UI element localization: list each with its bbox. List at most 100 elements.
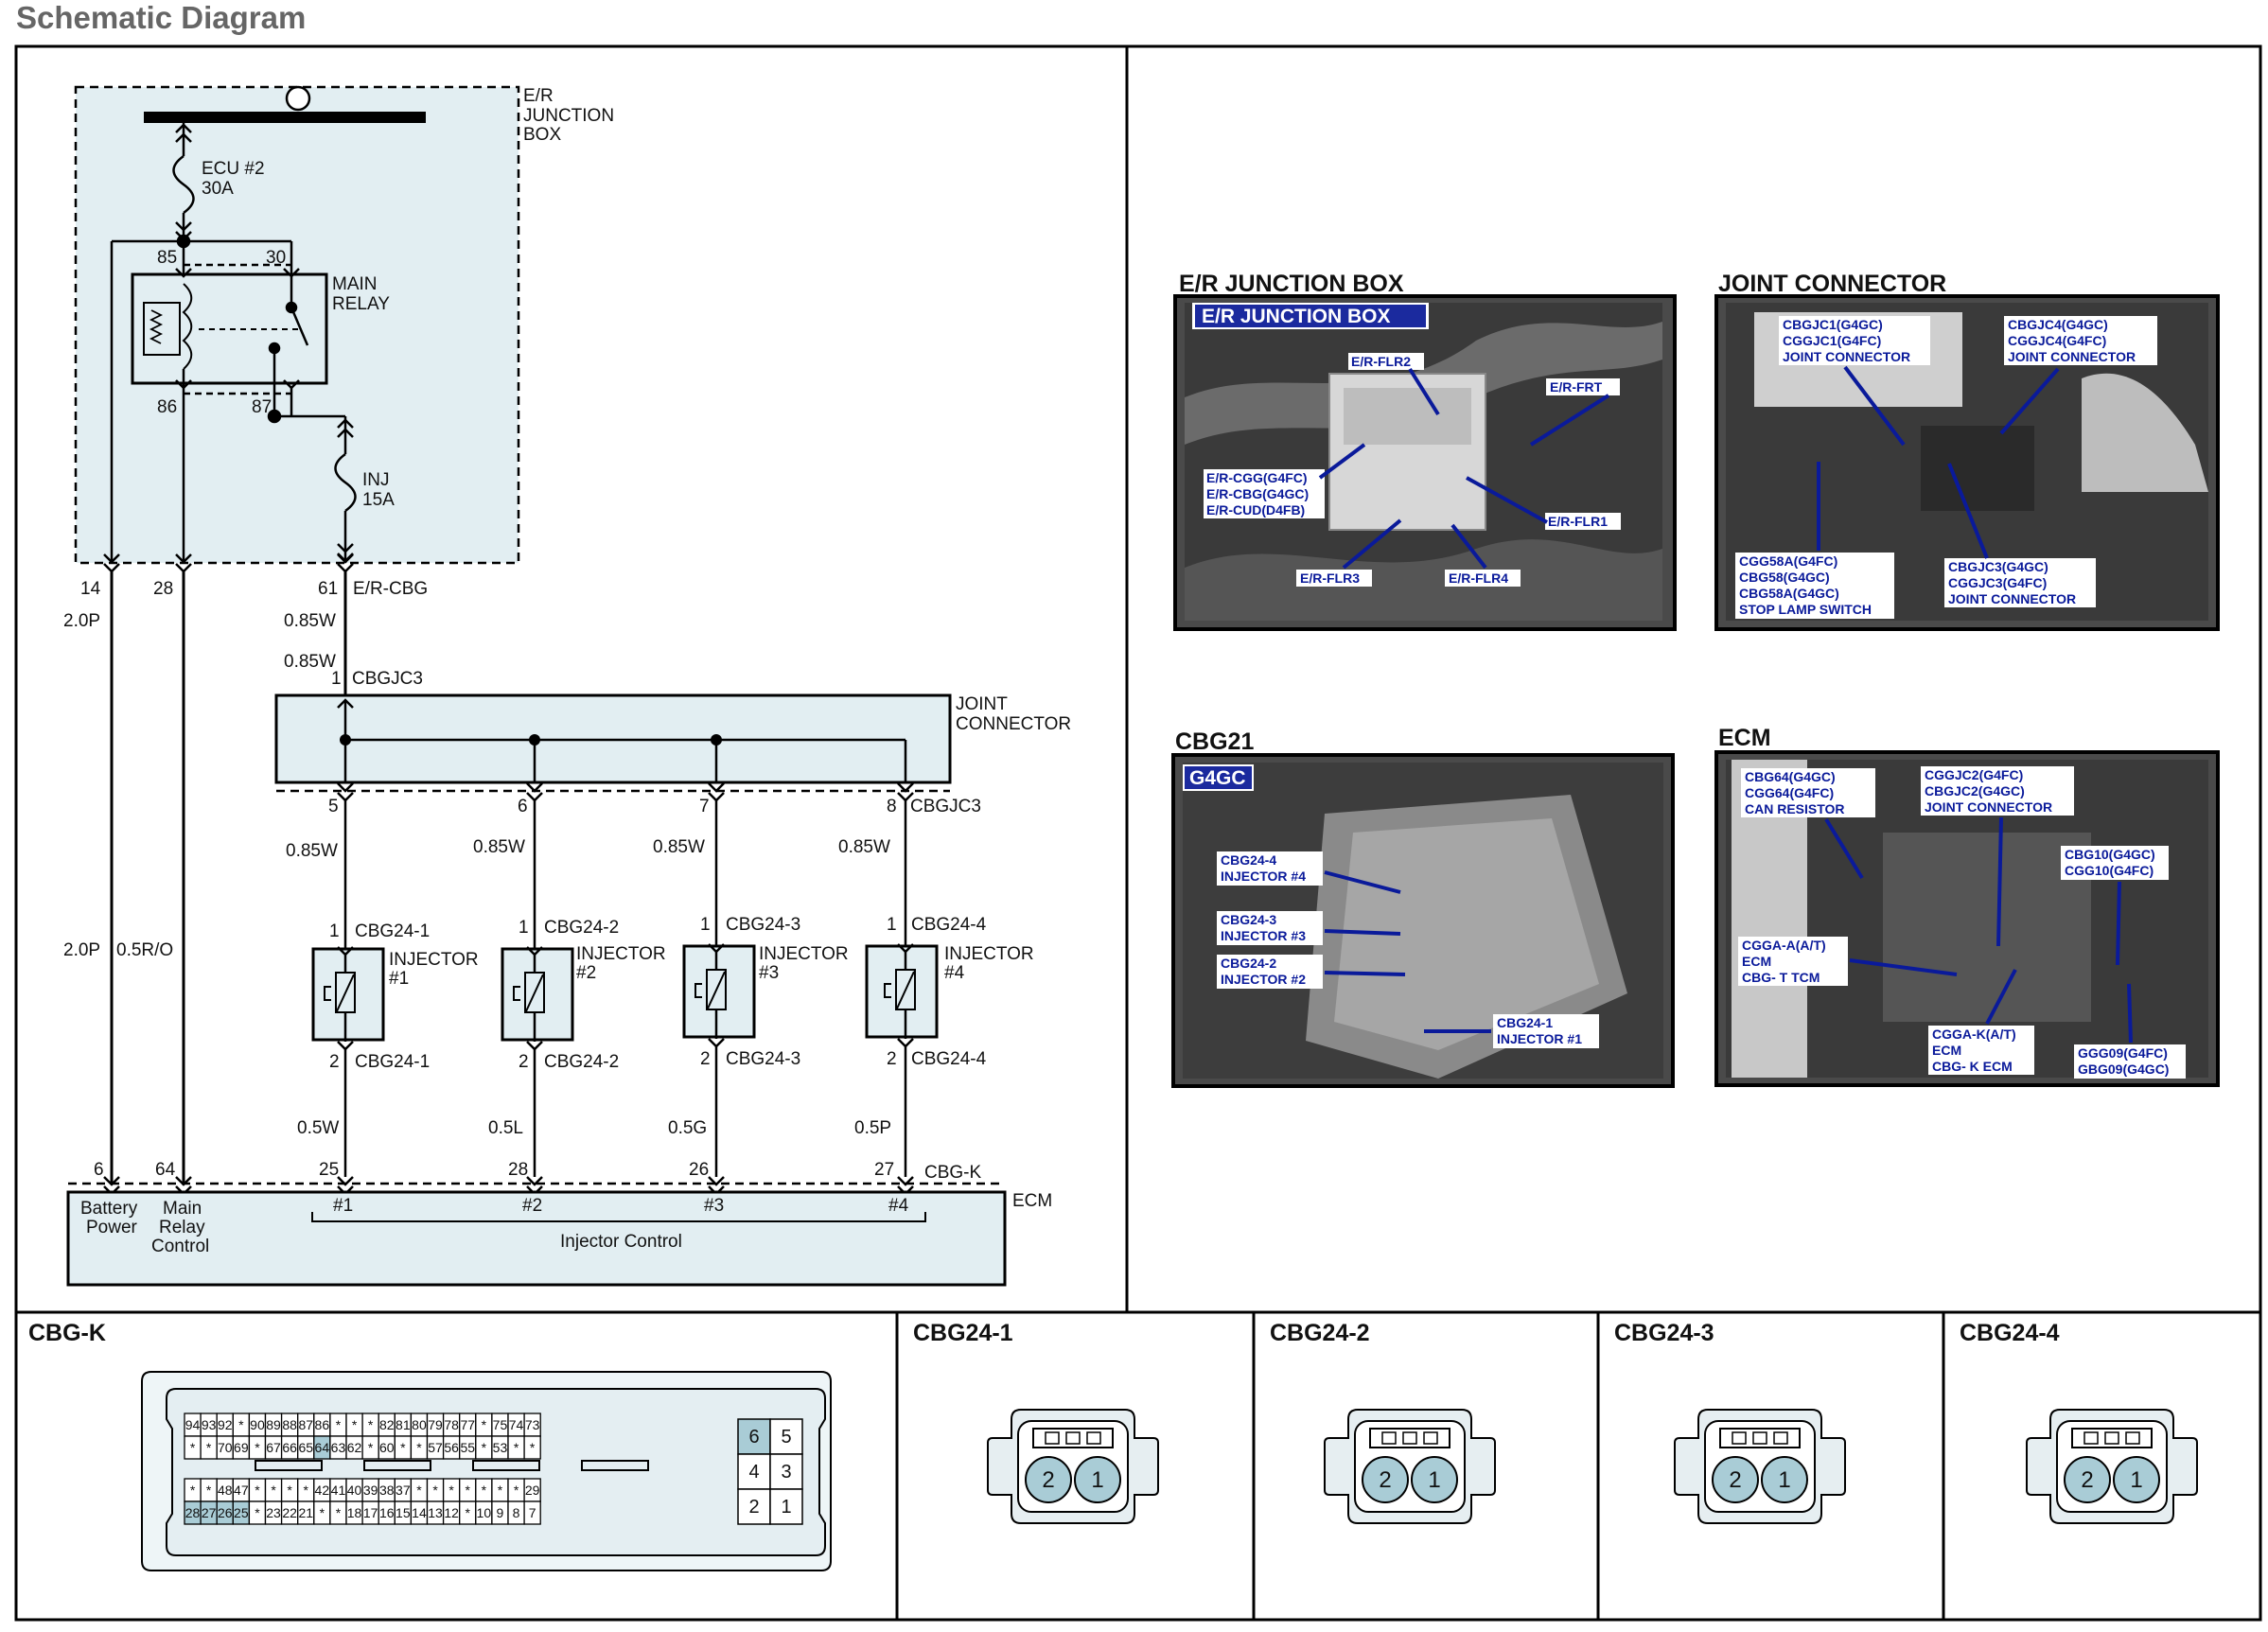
cbgk-pin: * <box>368 1417 374 1432</box>
page-title: Schematic Diagram <box>16 0 307 35</box>
cbgk-pin: 81 <box>396 1417 411 1432</box>
cbg21-lbl-3b: INJECTOR #3 <box>1221 928 1306 943</box>
relay-label-2: RELAY <box>332 294 390 314</box>
cbgk-pin: 89 <box>266 1417 281 1432</box>
cbgk-pin: * <box>448 1483 454 1498</box>
plug-pin: 2 <box>1379 1467 1391 1493</box>
plug-title: CBG24-2 <box>1270 1320 1370 1346</box>
er-lbl-flr1: E/R-FLR1 <box>1548 514 1608 529</box>
cbg21-lbl-1a: CBG24-1 <box>1497 1015 1553 1030</box>
ecm-lbl-64a: CBG64(G4GC) <box>1745 769 1836 784</box>
joint-lbl-58d: STOP LAMP SWITCH <box>1739 602 1872 617</box>
battery-power-2: Power <box>86 1218 138 1237</box>
cbg21-lbl-1b: INJECTOR #1 <box>1497 1031 1582 1046</box>
junction-box: E/R JUNCTION BOX <box>74 85 614 565</box>
photo-joint-labels: CBGJC1(G4GC) CGGJC1(G4FC) JOINT CONNECTO… <box>1735 316 2157 619</box>
joint-lbl-3a: CBGJC3(G4GC) <box>1948 559 2048 574</box>
cbgk-pin: 87 <box>298 1417 313 1432</box>
inj3-wire: 0.5G <box>668 1118 707 1138</box>
inj1-wire: 0.5W <box>297 1118 339 1138</box>
plug-title: CBG24-3 <box>1614 1320 1714 1346</box>
cbg21-lbl-4a: CBG24-4 <box>1221 852 1276 868</box>
plug-pin-circle <box>2064 1456 2111 1503</box>
cbgk-pin: * <box>530 1440 536 1455</box>
inj2-pin-bot: 2 <box>519 1052 529 1072</box>
ecm-lbl-tb: ECM <box>1742 954 1771 969</box>
cbgk-pin: 86 <box>315 1417 330 1432</box>
cbgk-pin: * <box>416 1440 422 1455</box>
inj2-pin-top: 1 <box>519 918 529 938</box>
plug-pin-circle <box>1761 1456 1808 1503</box>
fuse-ecu-name: ECU #2 <box>202 159 265 179</box>
joint-lbl-1a: CBGJC1(G4GC) <box>1783 317 1883 332</box>
cbgk-pin: 28 <box>185 1505 201 1520</box>
cbgk-pin: * <box>206 1440 212 1455</box>
branch-wire-1: 0.85W <box>286 841 338 861</box>
cbgk-cell <box>523 1435 541 1460</box>
plug-pin: 1 <box>2130 1467 2142 1493</box>
cbgk-pin: 8 <box>513 1505 520 1520</box>
cbgk-side-pin: 3 <box>781 1462 791 1483</box>
cbgk-side-pin: 1 <box>781 1497 791 1518</box>
photo-joint-arrows <box>1817 365 2060 559</box>
wire-2p-a: 2.0P <box>63 611 100 631</box>
cbgk-pin: 57 <box>428 1440 443 1455</box>
jb-label-2: JUNCTION <box>523 106 614 126</box>
ecm-label: ECM <box>1012 1191 1052 1211</box>
cbgk-pin: 79 <box>428 1417 443 1432</box>
inj4-wire: 0.5P <box>854 1118 891 1138</box>
cbgk-pin: * <box>238 1417 244 1432</box>
cbgk-pin: 88 <box>282 1417 297 1432</box>
cbgk-pin: 39 <box>363 1483 378 1498</box>
joint-lbl-1c: JOINT CONNECTOR <box>1783 349 1910 364</box>
ecm-lbl-kb: ECM <box>1932 1043 1961 1058</box>
inj1-conn-top: CBG24-1 <box>355 921 430 941</box>
ecm-num-4: #4 <box>888 1196 909 1216</box>
ecm-lbl-09b: GBG09(G4GC) <box>2078 1062 2169 1077</box>
photo-ecm-heading: ECM <box>1718 725 1771 751</box>
cbgk-pin: 47 <box>234 1483 249 1498</box>
cbgk-side-pin: 4 <box>748 1462 759 1483</box>
cbgk-pin: 70 <box>218 1440 233 1455</box>
cbgk-pin: 90 <box>250 1417 265 1432</box>
photo-er-junction-box: E/R JUNCTION BOX E/R JUNCTION BOX E/R-FL… <box>1173 271 1677 631</box>
wire-085w-a: 0.85W <box>284 611 336 631</box>
cbg21-lbl-4b: INJECTOR #4 <box>1221 869 1306 884</box>
photo-cbg21: CBG21 G4GC CBG24-4 INJECTOR #4 CBG24-3 I… <box>1171 728 1675 1088</box>
jc-pin-in: 1 <box>331 669 342 689</box>
cbgk-pin: 29 <box>525 1483 540 1498</box>
cbgk-side-cell <box>769 1418 803 1455</box>
cbgk-pin: * <box>255 1505 260 1520</box>
ecm-lbl-09a: GGG09(G4FC) <box>2078 1045 2168 1061</box>
er-lbl-cgg: E/R-CGG(G4FC) <box>1206 470 1308 485</box>
cbgk-pin: * <box>466 1505 471 1520</box>
photo-er-labels: E/R-FLR2 E/R-FRT E/R-CGG(G4FC) E/R-CBG(G… <box>1204 353 1621 587</box>
cbgk-pin: * <box>498 1483 503 1498</box>
cbgk-pin: 73 <box>525 1417 540 1432</box>
photo-cbg21-heading: CBG21 <box>1175 728 1254 755</box>
plug-pin-circle <box>1074 1456 1121 1503</box>
er-pin-14: 14 <box>80 579 101 599</box>
cbgk-pin: * <box>482 1417 487 1432</box>
cbgk-pin: * <box>320 1505 325 1520</box>
inj4-ecm-pin: 27 <box>874 1160 894 1180</box>
cbgk-pin: 9 <box>497 1505 504 1520</box>
inj2-label-2: #2 <box>576 963 596 983</box>
inj4-label-2: #4 <box>944 963 965 983</box>
relay-pin-87: 87 <box>252 397 272 417</box>
wire-085w-b: 0.85W <box>284 652 336 672</box>
ecm-box <box>66 1176 1007 1287</box>
cbgk-pin: 60 <box>379 1440 395 1455</box>
jc-label-2: CONNECTOR <box>956 714 1071 734</box>
ecm-num-3: #3 <box>704 1196 724 1216</box>
cbgk-pin: 10 <box>477 1505 492 1520</box>
plug-pin-circle <box>1712 1456 1759 1503</box>
plug-pin: 2 <box>1042 1467 1054 1493</box>
plug-pin: 2 <box>2081 1467 2093 1493</box>
